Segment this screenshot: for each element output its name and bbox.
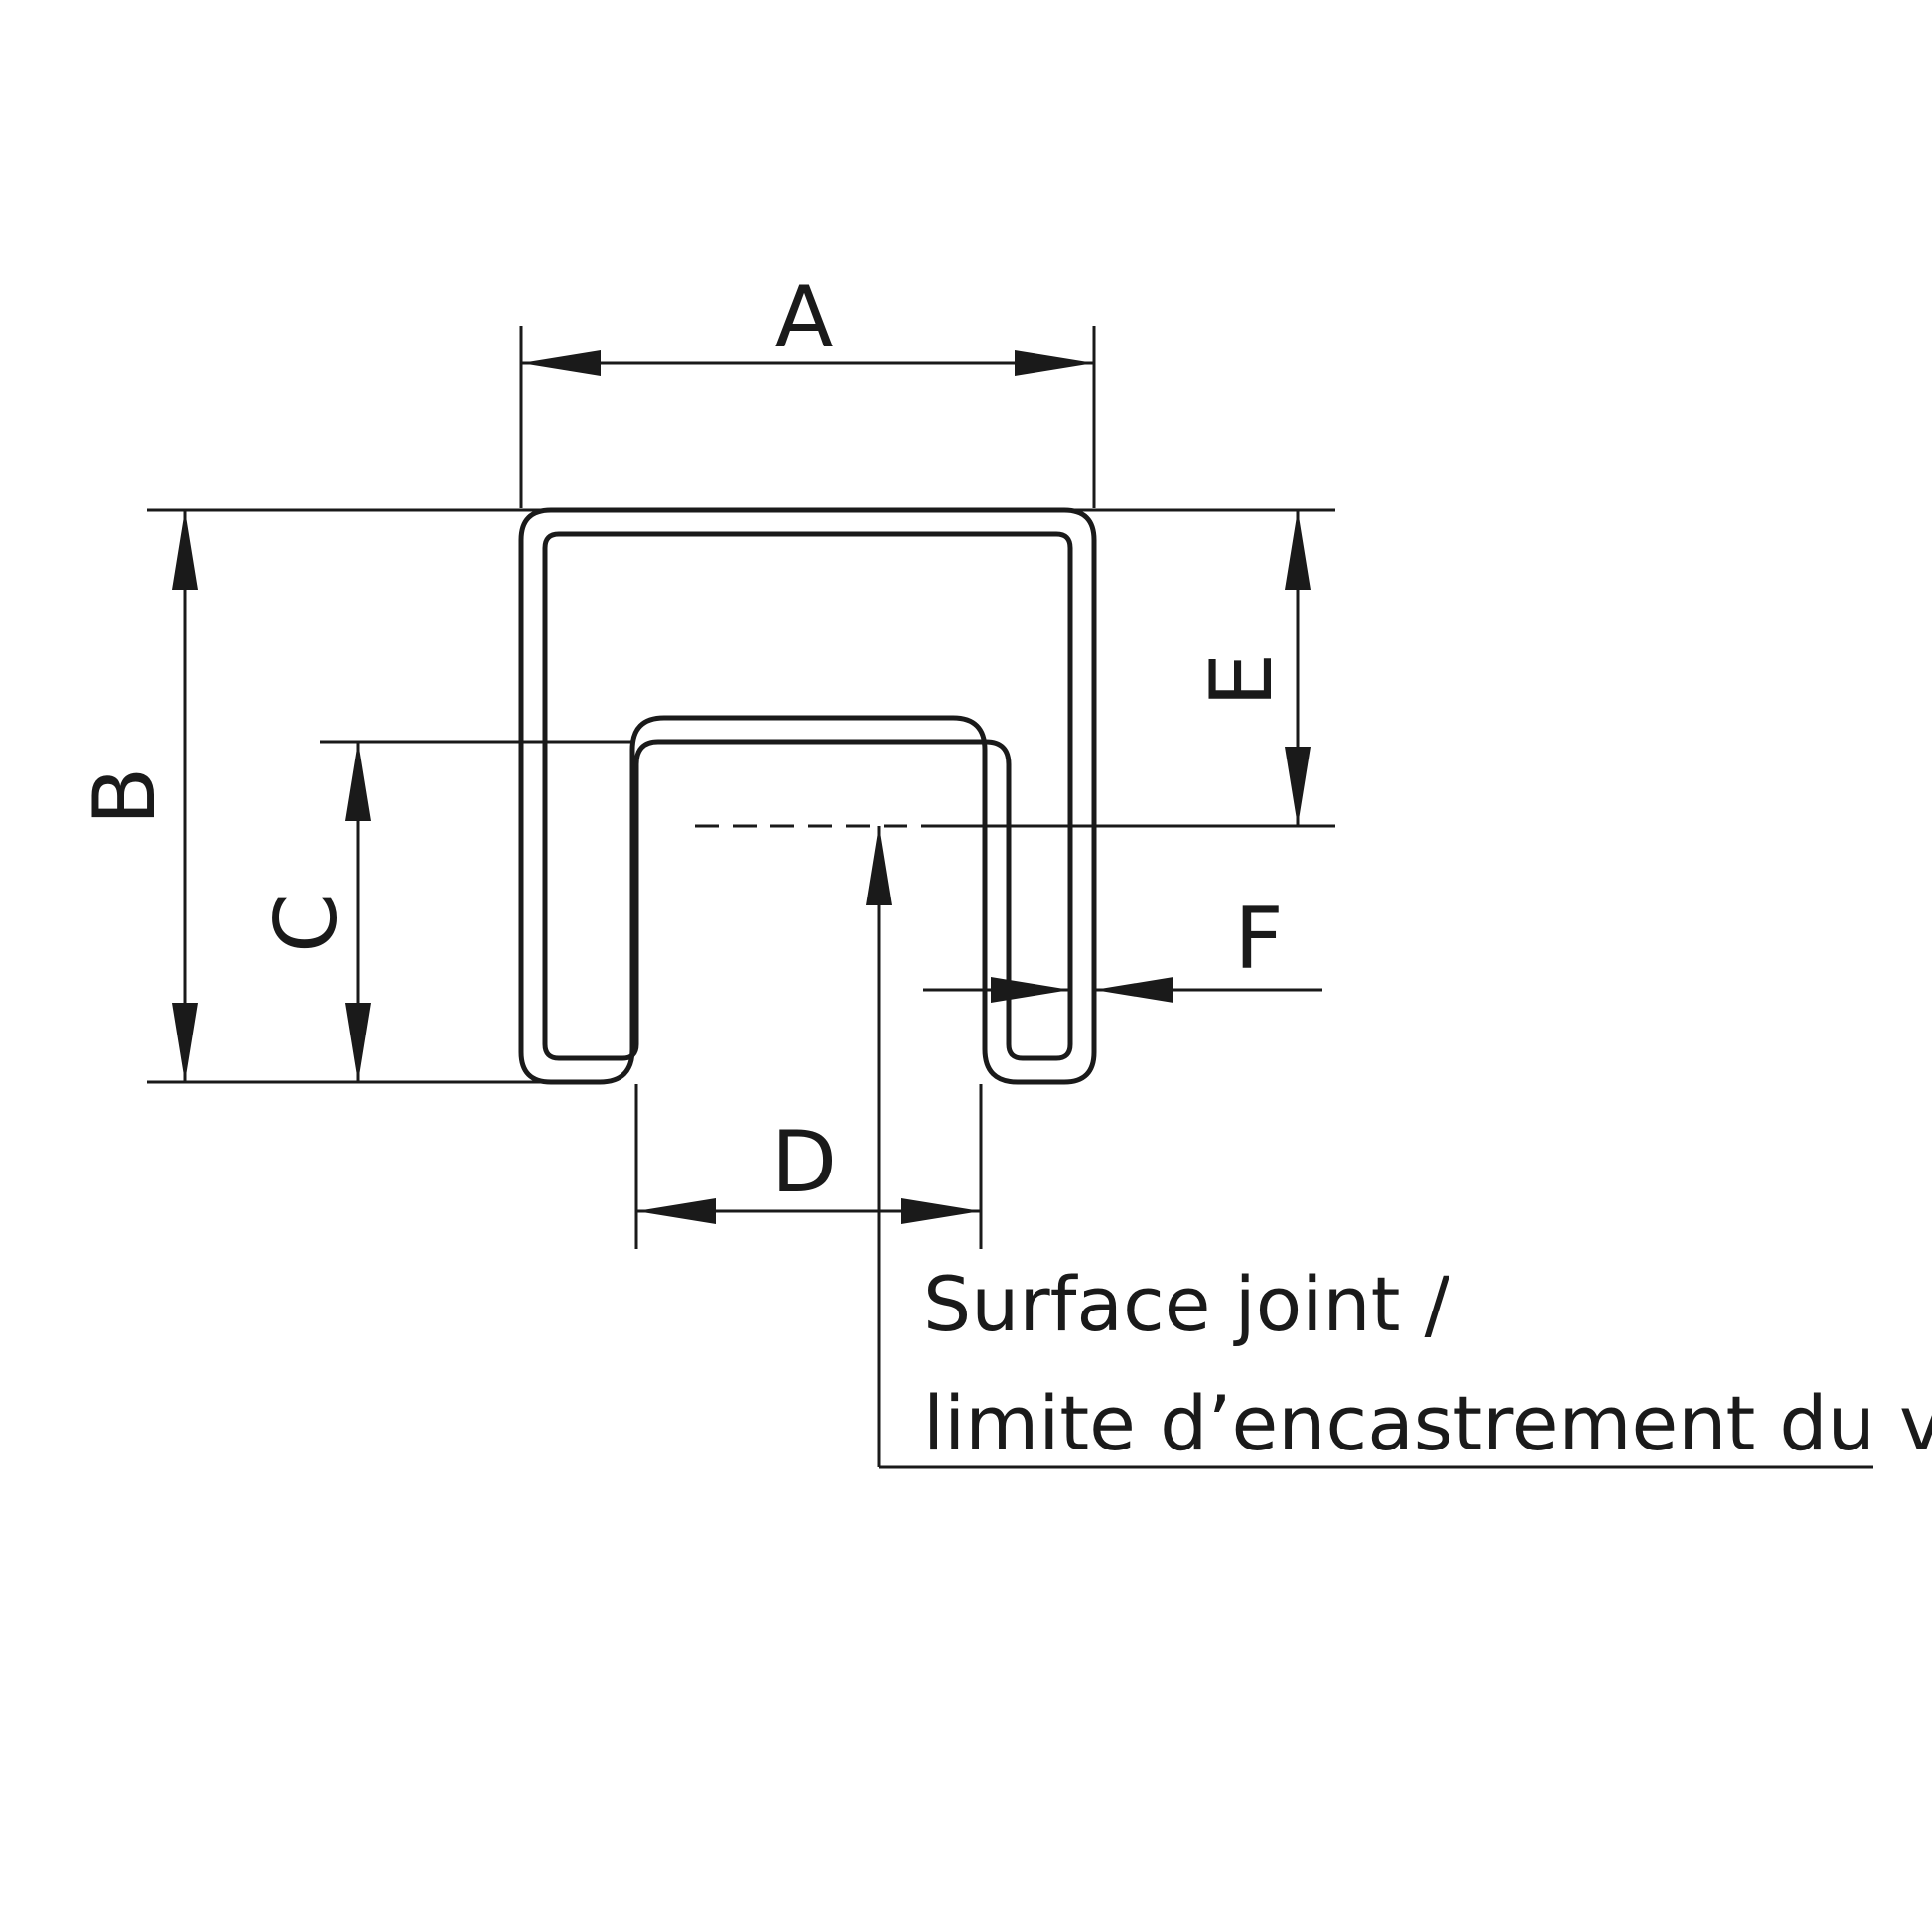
note-surface-joint: Surface joint / xyxy=(923,1260,1450,1348)
channel-profile xyxy=(518,507,1097,1085)
dim-label-d: D xyxy=(771,1113,837,1212)
dim-label-e: E xyxy=(1192,653,1292,707)
extension-lines xyxy=(147,326,1335,1249)
dimension-lines xyxy=(172,350,1873,1469)
dim-label-b: B xyxy=(75,767,175,826)
dim-label-f: F xyxy=(1234,890,1283,989)
dim-label-c: C xyxy=(257,894,356,953)
profile-inner-contour xyxy=(542,531,1073,1061)
profile-outer-contour xyxy=(518,507,1097,1085)
dim-label-a: A xyxy=(775,268,834,367)
note-glass-embedding-limit: limite d’encastrement du verre xyxy=(923,1379,1932,1467)
